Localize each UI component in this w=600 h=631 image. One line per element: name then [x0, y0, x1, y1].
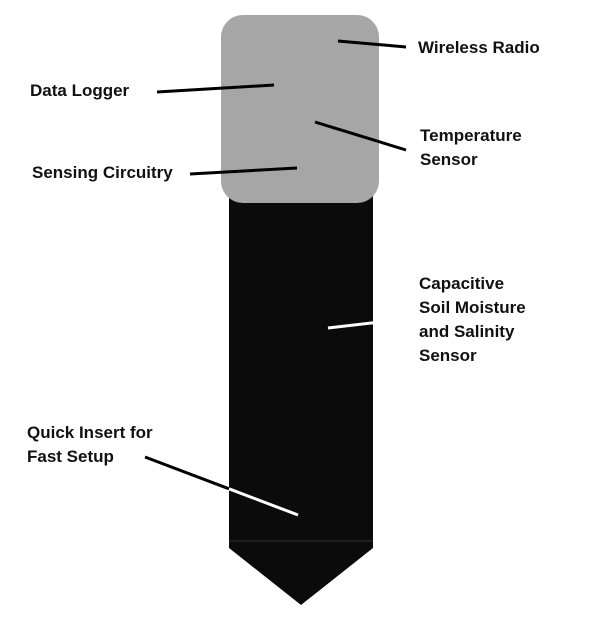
- label-wireless-radio: Wireless Radio: [418, 38, 540, 57]
- probe-tip: [229, 548, 373, 605]
- leader-sensing-circuitry: [189, 166, 298, 176]
- leader-capacitive-sensor: [327, 317, 407, 330]
- leader-data-logger: [156, 83, 275, 94]
- probe-shaft: [229, 170, 373, 548]
- leader-temperature-sensor: [314, 120, 407, 152]
- label-data-logger: Data Logger: [30, 81, 130, 100]
- leader-wireless-radio: [337, 39, 407, 49]
- label-sensing-circuitry: Sensing Circuitry: [32, 163, 173, 182]
- label-capacitive-sensor: Capacitive Soil Moisture and Salinity Se…: [419, 274, 526, 365]
- leader-quick-insert: [144, 455, 230, 491]
- leader-quick-insert-inner: [228, 487, 299, 517]
- electronics-module: [221, 15, 379, 203]
- label-quick-insert: Quick Insert for Fast Setup: [27, 423, 153, 466]
- label-temperature-sensor: Temperature Sensor: [420, 126, 522, 169]
